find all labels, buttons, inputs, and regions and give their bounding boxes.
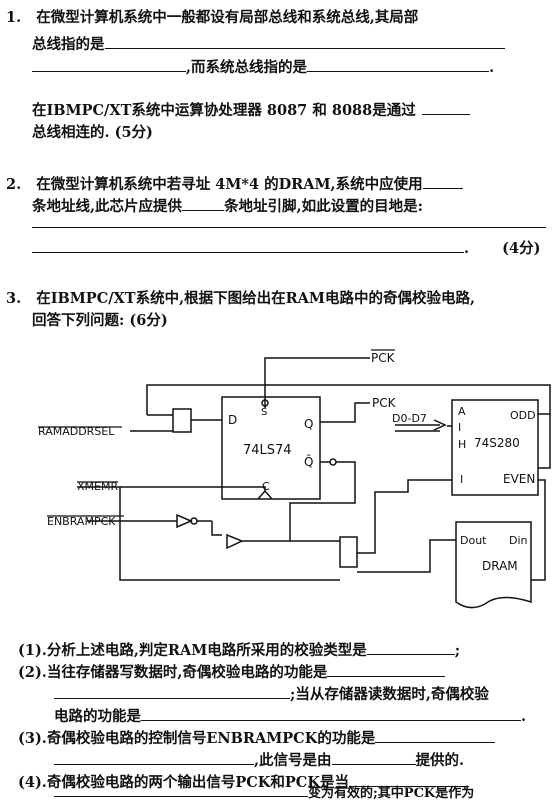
q1-blank-3[interactable] (307, 57, 490, 72)
flipflop-box (221, 396, 321, 500)
subq-1: (1).分析上述电路,判定RAM电路所采用的校验类型是; (18, 640, 460, 660)
and-gate-1 (172, 408, 192, 433)
label-odd: ODD (510, 409, 536, 422)
label-d0-d7: D0-D7 (392, 412, 427, 425)
label-dout: Dout (460, 534, 487, 547)
label-ff-c: C (262, 480, 270, 493)
q2-text-2b: 条地址引脚,如此设置的目地是: (224, 198, 423, 215)
q2-blank-2[interactable] (182, 196, 225, 211)
subq-3-text-a: (3).奇偶校验电路的控制信号ENBRAMPCK的功能是 (18, 730, 376, 747)
subq-4-blank-2[interactable] (54, 784, 308, 797)
q2-text-2a: 条地址线,此芯片应提供 (32, 198, 183, 215)
subq-1-end: ; (454, 642, 461, 659)
label-even: EVEN (503, 472, 535, 486)
q3-text-1: 在IBMPC/XT系统中,根据下图给出在RAM电路中的奇偶校验电路, (36, 290, 476, 307)
q1-line-5: 总线相连的. (5分) (32, 124, 153, 142)
buffer-2 (226, 533, 244, 550)
subq-2-text-c: 电路的功能是 (54, 708, 141, 725)
q1-line-1: 1. 在微型计算机系统中一般都设有局部总线和系统总线,其局部 (6, 9, 418, 27)
q1-text-3: ,而系统总线指的是 (186, 59, 308, 76)
label-pck: PCK (372, 396, 397, 410)
label-ramaddrsel: RAMADDRSEL (38, 425, 115, 438)
subq-3-blank-3[interactable] (331, 750, 416, 765)
label-ff-q: Q (304, 417, 313, 431)
subq-2-blank-1[interactable] (327, 662, 446, 677)
subq-3-text-c: 提供的. (415, 752, 465, 769)
label-pck-bar: PCK (371, 351, 396, 365)
label-dram: DRAM (482, 559, 518, 573)
q1-blank-2[interactable] (32, 57, 186, 72)
label-enbrampck: ENBRAMPCK (47, 515, 116, 528)
q2-answer-line[interactable] (32, 227, 546, 228)
dram-box (455, 521, 532, 609)
label-ff-d: D (228, 413, 237, 427)
subq-2-line-3: 电路的功能是. (54, 706, 526, 726)
q1-line-3: ,而系统总线指的是. (32, 57, 494, 77)
subq-3-blank-2[interactable] (54, 750, 254, 765)
gate-2 (339, 536, 358, 568)
q1-number: 1. (6, 9, 22, 26)
subq-4: (4).奇偶校验电路的两个输出信号PCK和PCK是当 (18, 772, 469, 792)
q1-text-3-end: . (489, 59, 495, 76)
label-xmemr: XMEMR (77, 480, 118, 493)
q1-blank-4[interactable] (421, 100, 470, 115)
q2-line-2: 条地址线,此芯片应提供 条地址引脚,如此设置的目地是: (32, 196, 423, 216)
subq-4-blank-1[interactable] (348, 772, 469, 787)
subq-2-text-b: ;当从存储器读数据时,奇偶校验 (290, 686, 489, 703)
parity-circuit-diagram: PCK PCK RAMADDRSEL XMEMR ENBRAMPCK D S Q… (38, 349, 551, 609)
q2-blank-1[interactable] (422, 174, 463, 189)
subq-3: (3).奇偶校验电路的控制信号ENBRAMPCK的功能是 (18, 728, 496, 748)
q3-text-2: 回答下列问题: (6分) (32, 312, 168, 329)
subq-2-blank-2[interactable] (54, 684, 290, 699)
subq-3-blank-1[interactable] (375, 728, 496, 743)
subq-2-line-2: ;当从存储器读数据时,奇偶校验 (54, 684, 489, 704)
q1-line-4: 在IBMPC/XT系统中运算协处理器 8087 和 8088是通过 (32, 100, 470, 120)
subq-4-line-2b: 变为有效的;其中PCK是作为 (54, 784, 474, 802)
subq-4-text-a: (4).奇偶校验电路的两个输出信号PCK和PCK是当 (18, 774, 349, 791)
subq-1-blank[interactable] (366, 640, 455, 655)
subq-2-end: . (521, 708, 527, 725)
label-pg-h: H (458, 438, 466, 451)
q1-text-4: 在IBMPC/XT系统中运算协处理器 8087 和 8088是通过 (32, 102, 416, 119)
subq-3-text-b: ,此信号是由 (254, 752, 332, 769)
parity-generator-box (451, 399, 539, 496)
q3-line-1: 3. 在IBMPC/XT系统中,根据下图给出在RAM电路中的奇偶校验电路, (6, 290, 475, 308)
q2-blank-3[interactable] (32, 238, 464, 253)
label-ff-qbar: Q̄ (304, 455, 313, 469)
q1-text-2: 总线指的是 (32, 36, 105, 53)
subq-4-text-b: 变为有效的;其中PCK是作为 (308, 786, 475, 801)
q1-blank-1[interactable] (104, 34, 505, 49)
label-din: Din (509, 534, 528, 547)
q3-number: 3. (6, 290, 22, 307)
subq-2-blank-3[interactable] (141, 706, 521, 721)
subq-3-line-2: ,此信号是由 提供的. (54, 750, 464, 770)
q2-text-3-end: . (464, 240, 470, 257)
q3-line-2: 回答下列问题: (6分) (32, 312, 168, 330)
q2-text-1: 在微型计算机系统中若寻址 4M*4 的DRAM,系统中应使用 (36, 176, 423, 193)
q2-score: (4分) (502, 240, 541, 257)
label-pg-i2: I (460, 473, 463, 486)
q1-text-1: 在微型计算机系统中一般都设有局部总线和系统总线,其局部 (36, 9, 419, 26)
q1-line-2: 总线指的是 (32, 34, 505, 54)
label-ff-s: S (261, 407, 267, 418)
q1-text-5: 总线相连的. (5分) (32, 124, 153, 141)
label-pg-i1: I (458, 421, 461, 434)
label-74s280: 74S280 (474, 436, 520, 450)
subq-2-text-a: (2).当往存储器写数据时,奇偶校验电路的功能是 (18, 664, 328, 681)
subq-1-text: (1).分析上述电路,判定RAM电路所采用的校验类型是 (18, 642, 367, 659)
q2-number: 2. (6, 176, 22, 193)
q2-line-1: 2. 在微型计算机系统中若寻址 4M*4 的DRAM,系统中应使用 (6, 174, 463, 194)
subq-2: (2).当往存储器写数据时,奇偶校验电路的功能是 (18, 662, 446, 682)
q2-line-3: . (4分) (32, 238, 540, 258)
label-pg-a: A (458, 405, 466, 418)
label-74ls74: 74LS74 (243, 443, 292, 458)
